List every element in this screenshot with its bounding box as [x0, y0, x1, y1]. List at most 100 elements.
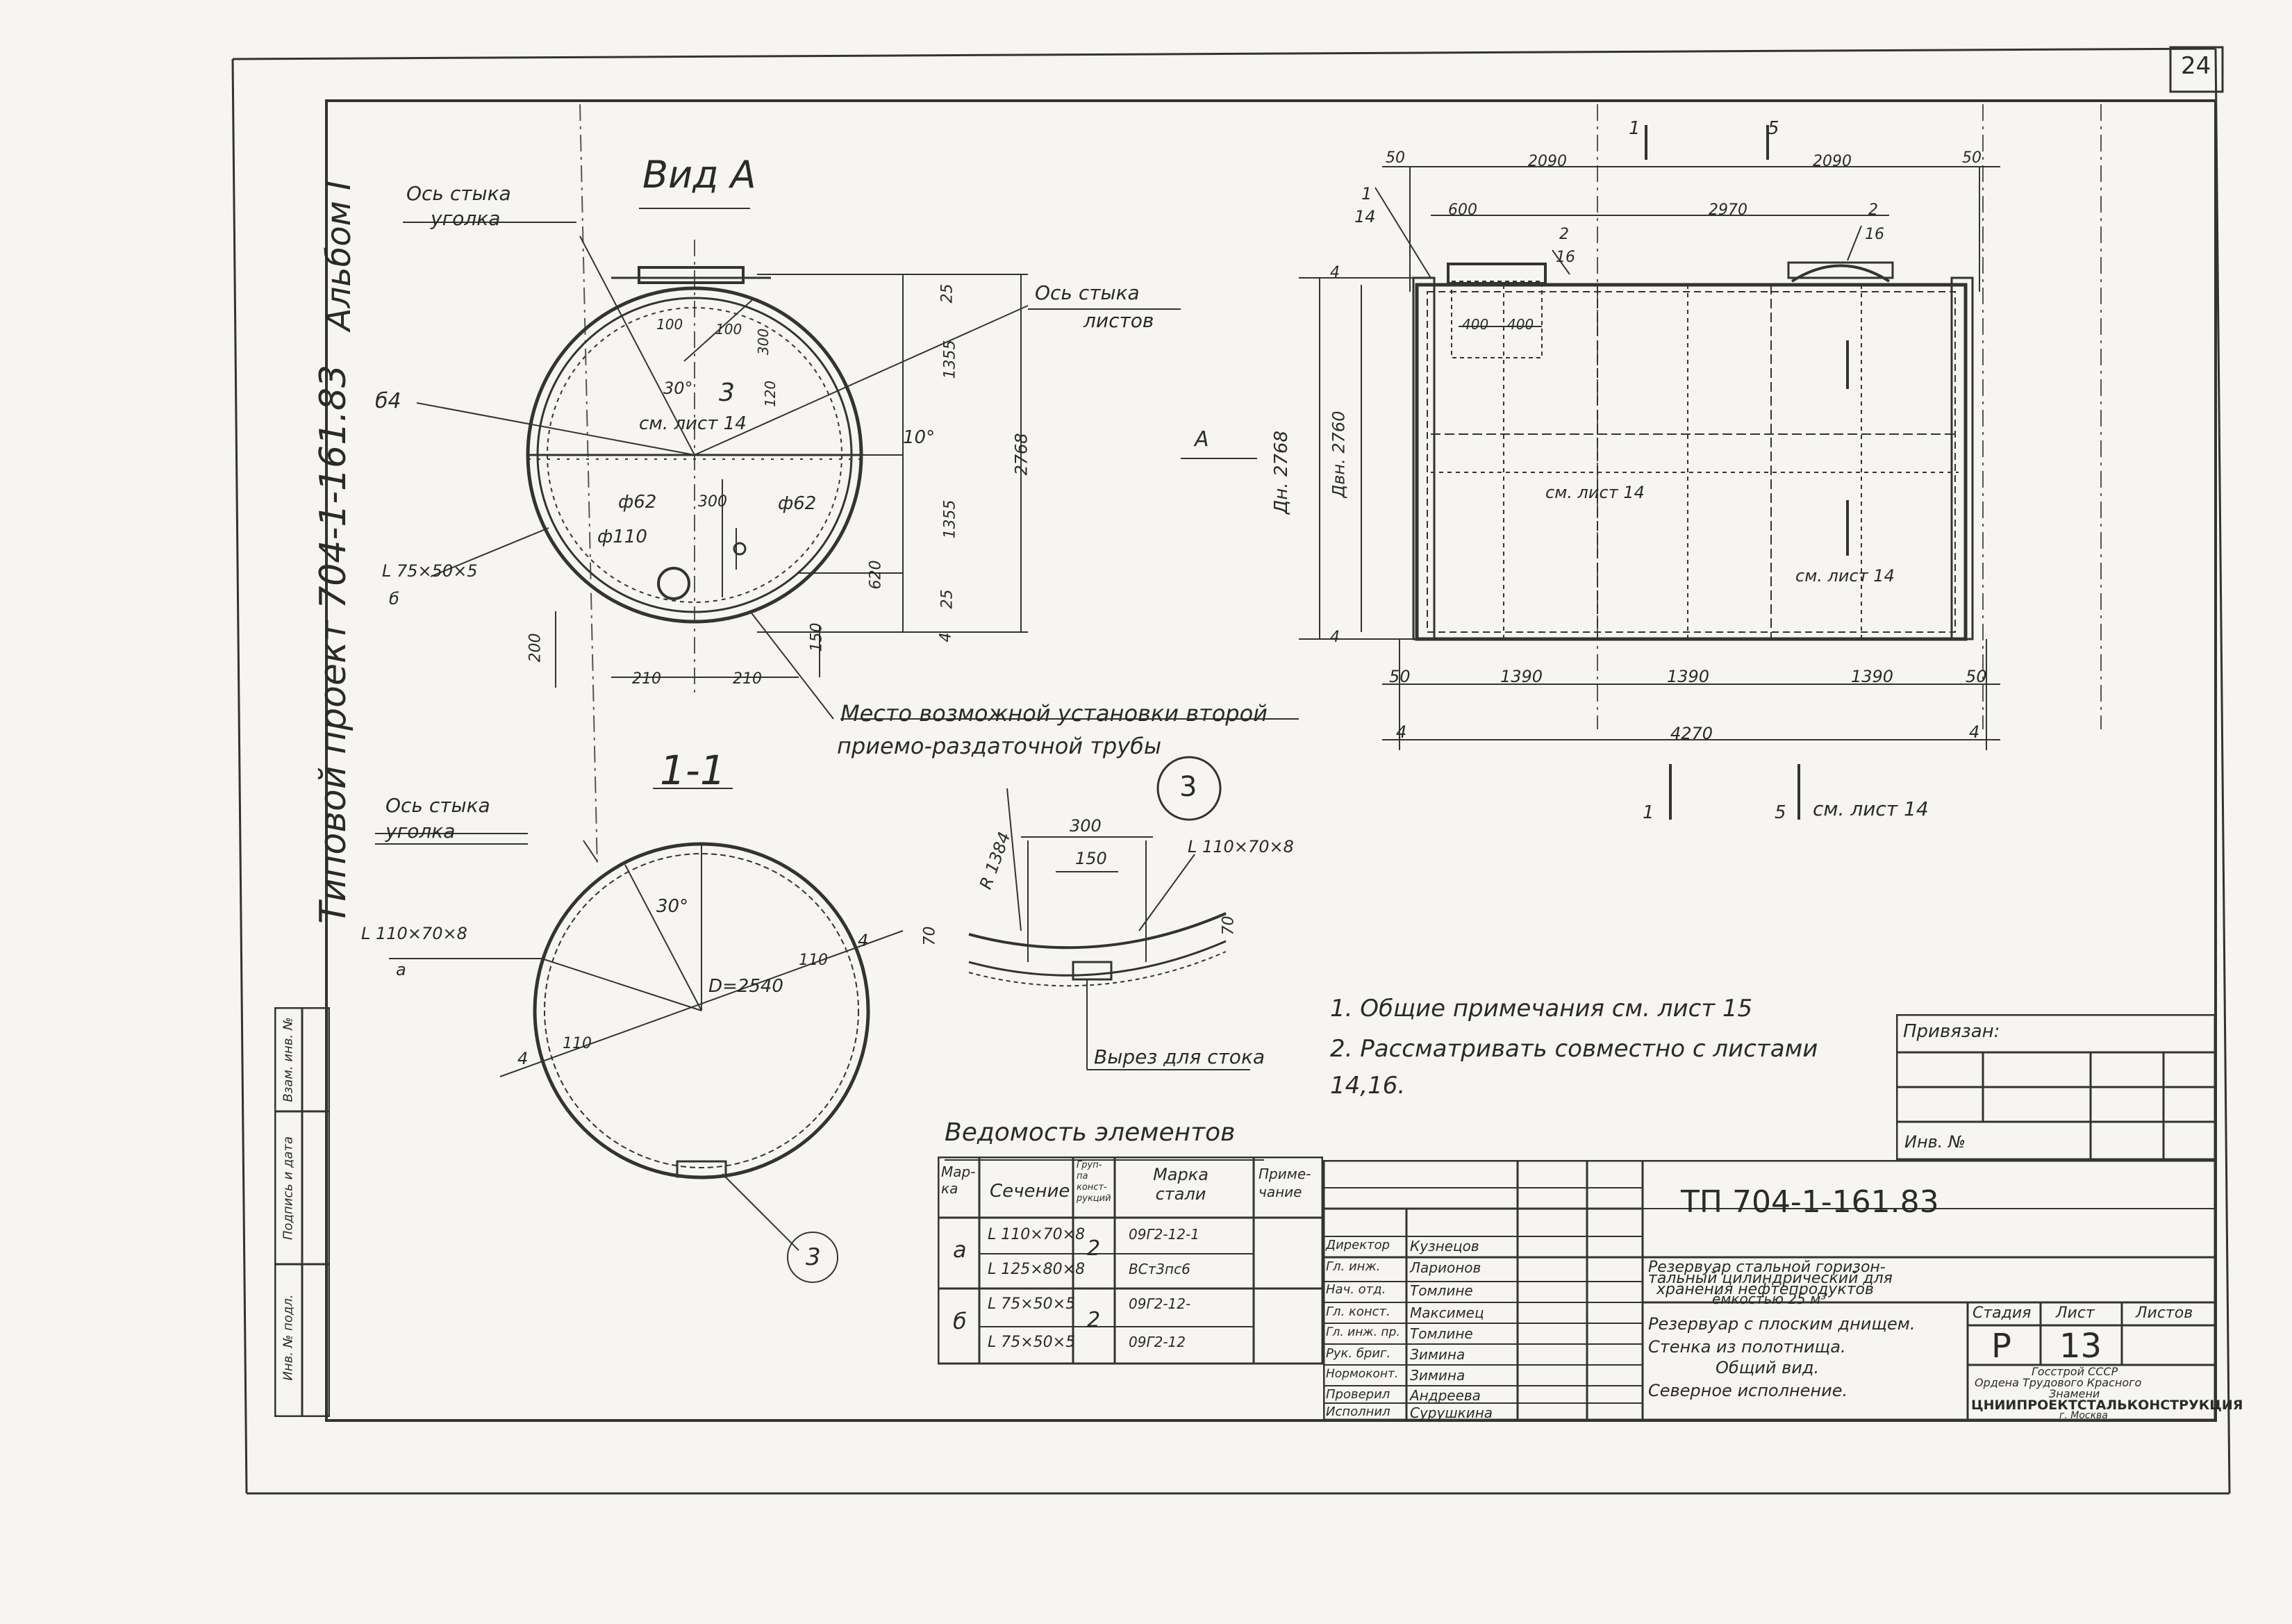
front-callout-2a: 2: [1559, 226, 1569, 243]
view-a-dim-v2: 1355: [941, 340, 959, 379]
left-stamp: Инв. № подл. Подпись и дата Взам. инв. №: [274, 1007, 330, 1417]
view-a-dim-200: 200: [526, 633, 545, 663]
front-callout-16a: 16: [1556, 249, 1575, 266]
view-a-profile-1: L 75×50×5: [382, 561, 478, 581]
front-dim-total: 4270: [1670, 724, 1713, 743]
title-block: ТП 704-1-161.83 Директор Кузнецов Гл. ин…: [1323, 1160, 2243, 1421]
view-a-dim-210a: 210: [632, 670, 661, 688]
detail-3-cutout: Вырез для стока: [1094, 1045, 1265, 1068]
table-header-mark: Мар-ка: [941, 1163, 976, 1197]
stage-label: Стадия: [1973, 1304, 2032, 1322]
front-dim-4d: 4: [1969, 722, 1980, 742]
section-dim-110b: 110: [563, 1035, 592, 1052]
section-dim-110a: 110: [799, 952, 828, 969]
front-dim-400a: 400: [1462, 316, 1489, 333]
front-dim-4a: 4: [1330, 264, 1340, 281]
second-pipe-note-1: Место возможной установки второй: [840, 700, 1268, 727]
section-1-1-drawing: [375, 833, 904, 1283]
view-a-callout-3: 3: [719, 379, 735, 407]
left-stamp-inv: Инв. № подл.: [281, 1294, 296, 1381]
front-callout-14-bottom: 14: [1354, 207, 1376, 226]
view-a-dim-210b: 210: [733, 670, 762, 688]
front-dim-2970: 2970: [1709, 201, 1747, 219]
desc2-line4: Северное исполнение.: [1648, 1381, 1848, 1400]
view-a-dim-v4: 620: [867, 560, 885, 590]
note-2: 2. Рассматривать совместно с листами: [1330, 1035, 1818, 1063]
table-row2-group: 2: [1087, 1308, 1101, 1332]
name-1: Ларионов: [1410, 1259, 1481, 1276]
name-4: Томлине: [1410, 1325, 1473, 1342]
sheets-label: Листов: [2136, 1304, 2193, 1322]
left-stamp-grid: [274, 1007, 330, 1417]
title-block-grid: [1323, 1160, 2216, 1420]
org-line1: Госстрой СССР: [2032, 1365, 2118, 1378]
role-8: Исполнил: [1326, 1405, 1390, 1419]
view-a-dim-300a: 300: [755, 328, 772, 356]
front-callout-16b: 16: [1865, 226, 1884, 243]
view-a-sheet-axis-label-1: Ось стыка: [1035, 281, 1140, 304]
name-5: Зимина: [1410, 1346, 1465, 1363]
table-row2-section2: L 75×50×5: [988, 1334, 1076, 1351]
front-label-dvn: Двн. 2760: [1329, 411, 1349, 498]
front-view-arrow-a: А: [1195, 427, 1209, 451]
privyazan-block: Привязан: Инв. №: [1896, 1014, 2216, 1160]
org-line4: ЦНИИПРОЕКТСТАЛЬКОНСТРУКЦИЯ: [1971, 1398, 2243, 1413]
front-dim-top-50b: 50: [1962, 149, 1982, 167]
front-dim-top-50a: 50: [1386, 149, 1405, 167]
name-2: Томлине: [1410, 1282, 1473, 1299]
front-dim-bottom-1390c: 1390: [1851, 667, 1894, 686]
table-row1-steel2: ВСт3пс6: [1129, 1261, 1190, 1277]
name-0: Кузнецов: [1410, 1238, 1479, 1254]
view-a-profile-2: б: [389, 589, 399, 608]
front-see-14b: см. лист 14: [1795, 566, 1895, 586]
sheet-frames: [231, 46, 2231, 1495]
view-a-title: Вид А: [642, 153, 756, 197]
privyazan-title: Привязан:: [1903, 1021, 2000, 1042]
org-line3: Знамени: [2049, 1387, 2100, 1400]
table-row1-mark: а: [953, 1236, 967, 1263]
elements-table: Мар-ка Сечение Груп-па конст-рукций Марк…: [938, 1157, 1323, 1365]
view-a-dim-100b: 100: [715, 321, 742, 338]
front-section-mark-1: 1: [1643, 802, 1654, 823]
name-8: Сурушкина: [1410, 1405, 1493, 1421]
page-number: 24: [2181, 52, 2211, 80]
front-section-mark-5: 5: [1775, 802, 1786, 823]
sheet-label: Лист: [2056, 1304, 2095, 1322]
front-dim-400b: 400: [1507, 316, 1534, 333]
front-dim-4c: 4: [1396, 722, 1407, 742]
table-row2-mark: б: [953, 1308, 967, 1334]
view-a-sheet-axis-label-2: листов: [1083, 309, 1154, 332]
role-0: Директор: [1326, 1238, 1390, 1252]
section-diameter: D=2540: [708, 976, 783, 997]
role-7: Проверил: [1326, 1387, 1390, 1402]
section-1-1-title: 1-1: [660, 747, 726, 794]
role-4: Гл. инж. пр.: [1326, 1325, 1400, 1339]
role-1: Гл. инж.: [1326, 1259, 1381, 1274]
elements-table-title: Ведомость элементов: [945, 1118, 1236, 1147]
second-pipe-note-2: приемо-раздаточной трубы: [837, 733, 1162, 759]
desc1-line3: хранения нефтепродуктов: [1656, 1281, 1874, 1298]
desc1-line2: тальный цилиндрический для: [1648, 1270, 1893, 1287]
table-row2-section1: L 75×50×5: [988, 1295, 1076, 1313]
table-header-note: Приме-чание: [1259, 1166, 1311, 1200]
view-a-dim-100a: 100: [656, 316, 683, 333]
front-section-mark-1-top: 1: [1629, 118, 1641, 139]
front-dim-bottom-1390b: 1390: [1667, 667, 1710, 686]
view-a-angle-axis-label-1: Ось стыка: [406, 182, 511, 205]
front-view-drawing: [1181, 125, 2000, 820]
left-stamp-vzam: Взам. инв. №: [281, 1017, 296, 1102]
name-7: Андреева: [1410, 1387, 1481, 1404]
table-header-steel: Марка стали: [1153, 1165, 1209, 1204]
section-profile-2: а: [396, 960, 406, 979]
role-5: Рук. бриг.: [1326, 1346, 1391, 1361]
elements-table-grid: [938, 1157, 1323, 1365]
sheet-value: 13: [2059, 1327, 2102, 1366]
desc1-line4: ёмкостью 25 м³: [1712, 1291, 1827, 1307]
view-a-dim-v6: 4: [937, 632, 955, 643]
left-stamp-sign: Подпись и дата: [281, 1136, 296, 1241]
section-dim-4b: 4: [858, 931, 869, 950]
note-3: 14,16.: [1330, 1072, 1406, 1100]
table-row1-group: 2: [1087, 1236, 1101, 1261]
